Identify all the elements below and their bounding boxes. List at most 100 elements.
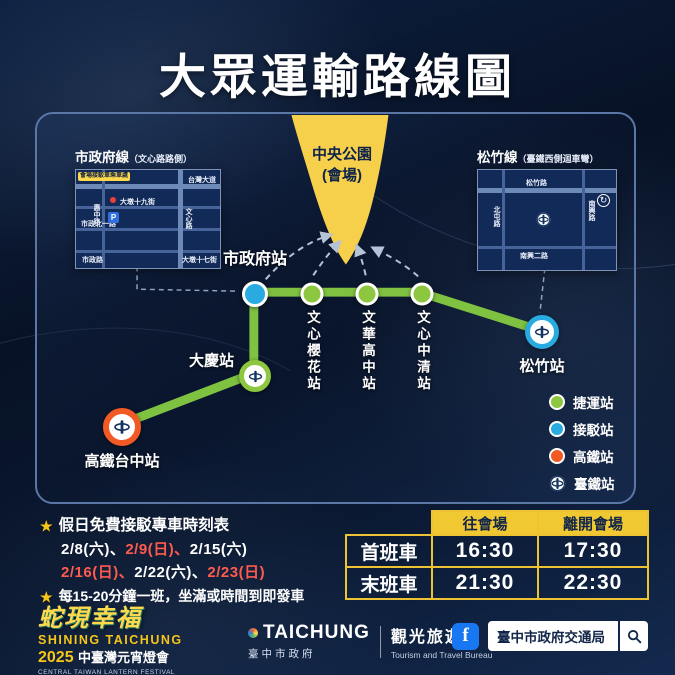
legend-item-mrt: 捷運站 [549,392,615,412]
shuttle-timetable: 往會場 離開會場 首班車 16:30 17:30 末班車 21:30 22:30 [345,510,649,600]
legend-item-tra: 臺鐵站 [549,473,615,493]
street-label-dadun19: 大墩十九街 [120,199,155,206]
table-row: 首班車 16:30 17:30 [345,534,649,568]
legend-label-shuttle: 接駁站 [573,423,614,438]
inset-connector-right [539,268,546,314]
station-dot-hsr-taichung [103,408,141,446]
station-label-daqing: 大慶站 [188,352,234,370]
station-dot-sakura [300,282,324,306]
shuttle-walk-arrow [370,246,419,278]
tra-emblem-icon [534,325,550,339]
facebook-search-box: 臺中市政府交通局 [488,621,648,651]
inset-right-line-name: 松竹線 [477,150,518,165]
inset-right-title: 松竹線（臺鐵西側迴車彎） [477,146,619,166]
bureau-city-line: TAICHUNG [248,622,370,644]
street-label-nanxing2: 南興二路 [520,253,548,260]
search-button [618,621,648,651]
central-park-shape [291,114,389,265]
street-nanxing2 [478,246,616,249]
inset-map-right: 松竹線（臺鐵西側迴車彎） 松竹路 南興二路 北屯路 南興路 ↻ [477,146,619,271]
venue-name: 中央公園 [311,146,372,163]
tra-emblem-icon [114,420,130,434]
inset-left-line-name: 市政府線 [75,150,129,165]
inset-connector-left [136,266,240,292]
festival-shining-text: SHINING TAICHUNG [38,633,183,648]
hsr-station-icon [549,448,565,464]
facebook-search-text: 臺中市政府交通局 [497,630,605,645]
shuttle-frequency-line: ★ 每15-20分鐘一班，坐滿或時間到即發車 [40,587,340,608]
station-label-hsr-taichung: 高鐵台中站 [84,453,160,470]
legend-label-mrt: 捷運站 [573,396,614,411]
mrt-station-icon [549,394,565,410]
station-label-zhongqing: 文心中清站 [415,310,430,393]
street-huizhong [102,170,105,268]
taichung-city-logo-icon [248,628,258,638]
street-dadun19 [76,206,220,209]
timetable-header-leave-venue: 離開會場 [537,510,649,536]
shuttle-notes: ★ 假日免費接駁專車時刻表 2/8(六)、2/9(日)、2/15(六) 2/16… [40,516,340,608]
inset-right-line-note: （臺鐵西側迴車彎） [517,154,599,164]
station-label-songzhu: 松竹站 [519,358,565,375]
street-shizheng-n1 [76,228,220,231]
turnaround-loop-icon: ↻ [597,194,610,207]
timetable-header-to-venue: 往會場 [431,510,539,536]
stop-marker-icon [110,197,116,203]
street-beitun [502,170,505,270]
station-dot-cityhall [242,281,268,307]
tourism-bureau-logo: TAICHUNG 臺中市政府 觀光旅遊局 Tourism and Travel … [248,622,492,661]
bureau-name-en: Tourism and Travel Bureau [390,650,493,660]
venue-label: 中央公園 (會場) [292,144,392,186]
search-icon [627,629,641,643]
street-label-shizheng-n1: 市政北一路 [81,221,116,228]
bureau-city-column: TAICHUNG 臺中市政府 [248,622,370,661]
festival-event-english: CENTRAL TAIWAN LANTERN FESTIVAL [38,668,176,675]
legend-item-shuttle: 接駁站 [549,419,615,439]
street-label-shizheng: 市政路 [82,257,103,264]
street-label-nanxing: 南興路 [588,200,595,221]
station-label-cityhall: 市政府站 [222,251,288,268]
shuttle-notes-title: 假日免費接駁專車時刻表 [58,517,230,534]
inset-left-map: 台灣大道 大墩十九街 市政北一路 市政路 大墩十七街 惠中路 文心路 會場接駁車… [75,169,221,269]
shuttle-dates-line2: 2/16(日)、2/22(六)、2/23(日) [61,563,266,581]
street-songzhu-rd [478,188,616,193]
station-dot-daqing [239,360,271,392]
street-shizheng [76,250,220,253]
shuttle-frequency-text: 每15-20分鐘一班，坐滿或時間到即發車 [58,587,305,604]
shuttle-notes-title-line: ★ 假日免費接駁專車時刻表 [40,516,340,537]
shuttle-dates-line1: 2/8(六)、2/9(日)、2/15(六) [61,541,248,558]
tra-emblem-icon [549,475,566,491]
festival-year: 2025 [38,649,74,667]
street-label-wenxin: 文心路 [185,208,192,229]
map-legend: 捷運站 接駁站 高鐵站 臺鐵站 [549,392,615,500]
street-label-beitun: 北屯路 [493,206,500,227]
shuttle-station-icon [549,421,565,437]
timetable-first-to-venue: 16:30 [431,534,539,568]
inset-left-title: 市政府線（文心路路側） [75,146,223,166]
star-icon: ★ [40,588,53,605]
star-icon: ★ [40,518,53,534]
timetable-last-to-venue: 21:30 [431,566,539,600]
inset-left-line-note: （文心路路側） [129,154,193,164]
street-label-huizhong: 惠中路 [93,204,100,225]
street-label-songzhu-rd: 松竹路 [526,180,547,187]
station-dot-songzhu [525,315,559,349]
timetable-last-leave-venue: 22:30 [537,566,649,600]
timetable-row-label-first: 首班車 [345,534,433,568]
divider [379,625,381,658]
tra-emblem-icon [536,212,551,227]
bureau-city-zh: 臺中市政府 [248,648,316,660]
street-label-dadun17: 大墩十七街 [182,257,217,264]
parking-icon: P [108,212,119,223]
timetable-first-leave-venue: 17:30 [537,534,649,568]
timetable-corner [346,511,432,535]
festival-logo-text: 蛇現幸福 [38,605,142,632]
timetable-row-label-last: 末班車 [345,566,433,600]
tra-emblem-icon [248,370,262,382]
street-wenxin [178,170,183,268]
shuttle-walk-arrow [312,239,342,276]
legend-label-hsr: 高鐵站 [573,450,614,465]
festival-event-name: 中臺灣元宵燈會 [78,650,170,666]
venue-note: (會場) [322,167,362,184]
facebook-icon: f [452,622,479,650]
